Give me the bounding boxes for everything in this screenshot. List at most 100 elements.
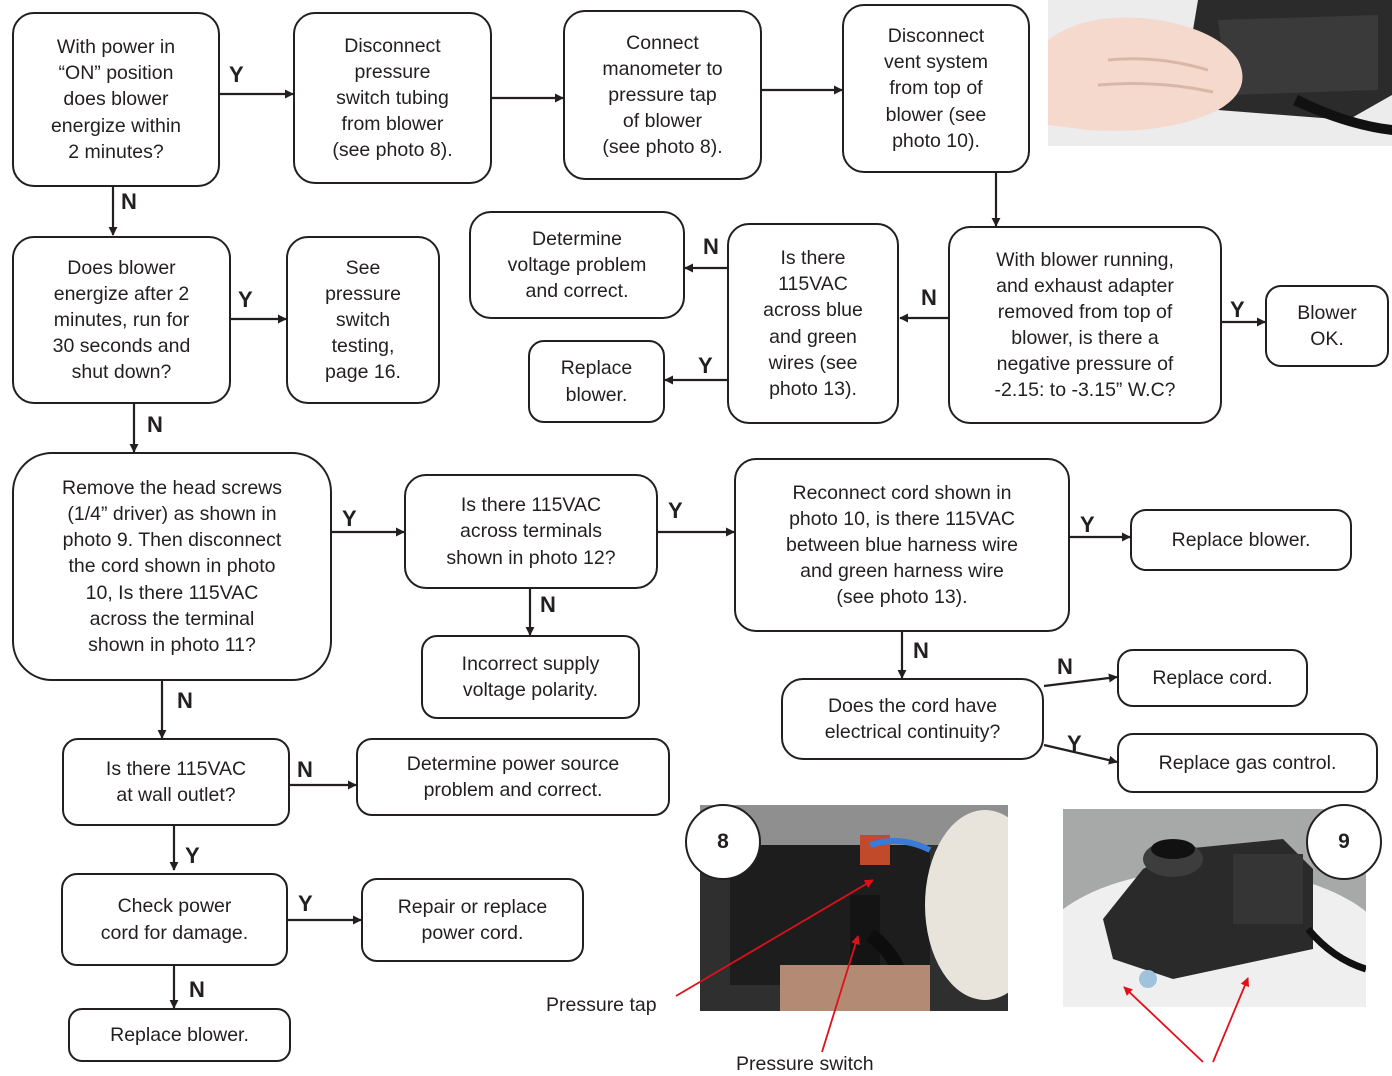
box-text-line: across terminals <box>460 520 602 543</box>
branch-label-yes: Y <box>1067 731 1082 756</box>
branch-label-no: N <box>189 977 205 1002</box>
box-text-line: Is there 115VAC <box>105 757 247 780</box>
box-text-line: Connect <box>626 31 699 54</box>
box-text-line: OK. <box>1310 328 1344 350</box>
branch-label-no: N <box>540 592 556 617</box>
box-text-line: photo 10, is there 115VAC <box>789 507 1015 530</box>
box-text-line: Remove the head screws <box>61 477 283 500</box>
branch-label-no: N <box>1057 654 1073 679</box>
box-text-line: Blower <box>1297 301 1357 324</box>
box-text-line: electrical continuity? <box>824 721 1001 743</box>
branch-label-yes: Y <box>1080 512 1095 537</box>
box-text-line: 115VAC <box>778 273 848 296</box>
callout-arrow-icon <box>821 935 860 1053</box>
callout-arrow-icon <box>1212 977 1250 1063</box>
box-text-line: Does the cord have <box>827 694 998 717</box>
box-text-line: page 16. <box>325 361 401 384</box>
box-text-line: (see photo 13). <box>836 586 968 609</box>
box-text-line: Determine <box>532 227 622 250</box>
box-text-line: switch <box>335 308 391 331</box>
box-text-line: voltage polarity. <box>462 679 599 701</box>
box-text-line: from top of <box>889 77 983 100</box>
box-text-line: cord for damage. <box>100 921 249 944</box>
branch-label-yes: Y <box>238 287 253 312</box>
box-text-line: blower (see <box>885 103 987 126</box>
box-text-line: 30 seconds and <box>52 335 191 358</box>
box-text-line: Reconnect cord shown in <box>792 481 1012 504</box>
step-see-pressure-switch-testing: See pressure switch testing, page 16. <box>286 236 440 404</box>
box-text-line: Disconnect <box>887 25 985 48</box>
box-text-line: (see photo 8). <box>332 139 453 162</box>
branch-label-no: N <box>297 757 313 782</box>
box-text-line: testing, <box>331 335 395 358</box>
photo-8-pressure-tap <box>700 805 1008 1011</box>
box-text-line: photo 9. Then disconnect <box>62 529 282 552</box>
box-text-line: power cord. <box>421 922 524 944</box>
branch-label-yes: Y <box>185 843 200 868</box>
box-text-line: Replace cord. <box>1152 666 1273 689</box>
branch-label-no: N <box>913 638 929 663</box>
result-replace-blower-bottom: Replace blower. <box>68 1008 291 1062</box>
step-disconnect-vent-system: Disconnect vent system from top of blower (… <box>842 4 1030 173</box>
box-text-line: With blower running, <box>996 248 1174 271</box>
box-text-line: Replace blower. <box>1171 528 1311 551</box>
box-text-line: Is there <box>780 247 846 270</box>
branch-label-yes: Y <box>298 891 313 916</box>
box-text-line: See <box>345 256 381 279</box>
box-text-line: pressure tap <box>608 83 717 106</box>
box-text-line: Incorrect supply <box>461 652 600 675</box>
box-text-line: and green harness wire <box>800 560 1004 583</box>
branch-label-yes: Y <box>698 353 713 378</box>
box-text-line: vent system <box>883 51 989 74</box>
step-check-power-cord: Check power cord for damage. <box>61 873 288 966</box>
box-text-line: With power in <box>56 36 176 59</box>
step-remove-head-screws: Remove the head screws (1/4” driver) as s… <box>12 452 332 681</box>
photo-number-badge: 8 <box>685 804 761 880</box>
box-text-line: voltage problem <box>507 253 647 276</box>
step-reconnect-cord: Reconnect cord shown in photo 10, is ther… <box>734 458 1070 632</box>
box-text-line: Replace blower. <box>110 1023 249 1046</box>
result-repair-replace-power-cord: Repair or replace power cord. <box>361 878 584 962</box>
branch-label-yes: Y <box>229 62 244 87</box>
box-text-line: (1/4” driver) as shown in <box>67 503 277 526</box>
branch-label-no: N <box>921 285 937 310</box>
result-replace-gas-control: Replace gas control. <box>1117 733 1378 793</box>
photo-9-blower-assembly <box>1063 809 1366 1007</box>
callout-arrow-icon <box>1123 986 1204 1063</box>
box-text-line: energize within <box>50 114 182 137</box>
box-text-line: Is there 115VAC <box>460 494 602 517</box>
box-text-line: 2 minutes? <box>68 140 164 163</box>
box-text-line: Repair or replace <box>397 895 548 918</box>
box-text-line: photo 10). <box>892 129 980 152</box>
pressure-tap-caption: Pressure tap <box>546 994 657 1016</box>
blower-assembly-photo-illustration <box>1063 809 1366 1007</box>
step-cord-electrical-continuity: Does the cord have electrical continuity? <box>781 678 1044 760</box>
branch-label-no: N <box>177 688 193 713</box>
step-115vac-across-terminals: Is there 115VAC across terminals shown in … <box>404 474 658 589</box>
photo-hand-on-blower <box>1048 0 1392 146</box>
box-text-line: the cord shown in photo <box>68 555 276 578</box>
branch-label-no: N <box>703 234 719 259</box>
box-text-line: blower, is there a <box>1011 327 1159 349</box>
box-text-line: Check power <box>117 895 232 918</box>
photo-number-badge: 9 <box>1306 804 1382 880</box>
box-text-line: wires (see <box>768 351 858 374</box>
box-text-line: “ON” position <box>58 62 174 85</box>
box-text-line: removed from top of <box>997 300 1173 323</box>
box-text-line: from blower <box>341 113 444 136</box>
box-text-line: pressure <box>325 282 401 305</box>
branch-label-yes: Y <box>1230 297 1245 322</box>
arrow-icon <box>1043 743 1118 765</box>
pressure-switch-caption: Pressure switch <box>736 1053 874 1075</box>
box-text-line: Replace gas control. <box>1158 751 1337 774</box>
box-text-line: shown in photo 12? <box>446 546 616 569</box>
result-replace-blower-right: Replace blower. <box>1130 509 1352 571</box>
